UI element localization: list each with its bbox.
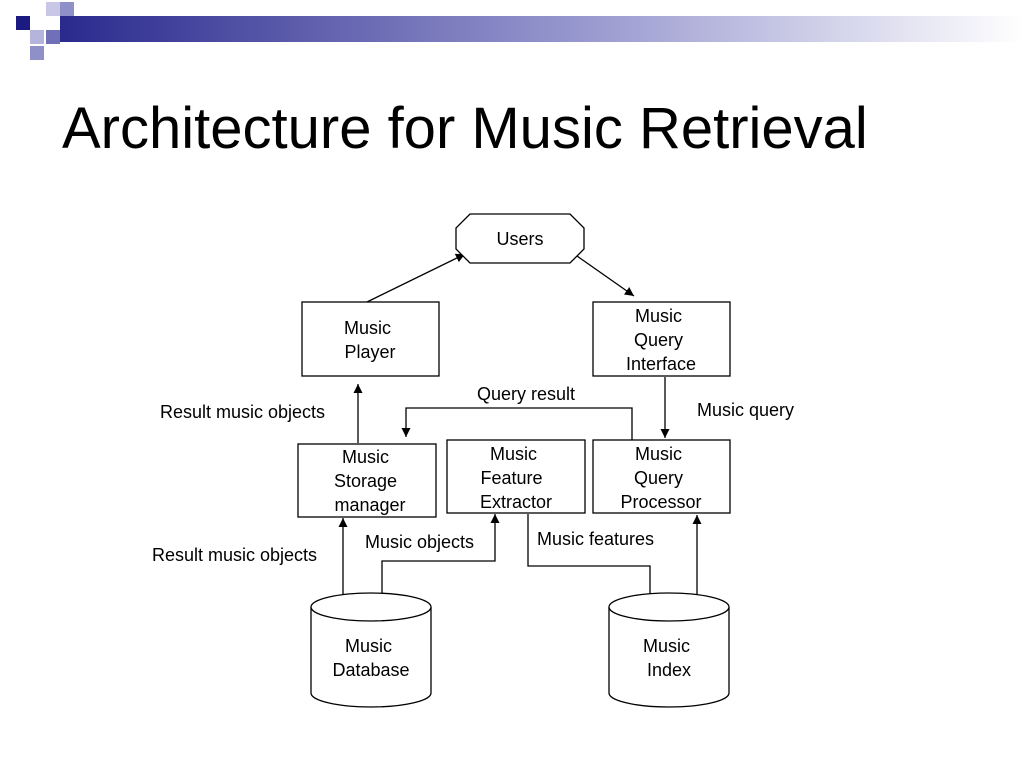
music-query-processor-node: Music Query Processor	[592, 439, 731, 514]
node-label: manager	[334, 495, 405, 515]
music-query-interface-node: Music Query Interface	[592, 301, 731, 377]
node-label: Music	[643, 636, 690, 656]
arrow-player-to-users	[366, 253, 466, 303]
node-label: Music	[635, 444, 682, 464]
decor-square	[30, 30, 44, 44]
node-label: Users	[496, 229, 543, 249]
arrow-extractor-to-index	[527, 514, 655, 609]
node-label: Extractor	[480, 492, 552, 512]
title-decoration	[16, 2, 1024, 60]
slide-title: Architecture for Music Retrieval	[62, 96, 868, 161]
edge-label-result-music-objects-upper: Result music objects	[160, 402, 325, 422]
decor-square	[46, 2, 60, 16]
edge-label-result-music-objects-lower: Result music objects	[152, 545, 317, 565]
node-label: Music	[345, 636, 392, 656]
node-label: Index	[647, 660, 691, 680]
svg-text:Music Query In: Music Query Interface	[626, 306, 696, 374]
decor-square	[30, 46, 44, 60]
node-label: Music	[342, 447, 389, 467]
music-player-node: Music Player	[301, 301, 440, 377]
decor-square	[46, 30, 60, 44]
decor-square	[16, 16, 30, 30]
svg-text:Music Player: Music Player	[344, 318, 396, 362]
node-label: Music	[344, 318, 391, 338]
edge-label-music-query: Music query	[697, 400, 794, 420]
svg-text:Music Storage: Music Storage manager	[334, 447, 406, 515]
node-label: Database	[332, 660, 409, 680]
node-label: Processor	[620, 492, 701, 512]
music-feature-extractor-node: Music Feature Extractor	[446, 439, 586, 514]
node-label: Query	[634, 468, 683, 488]
music-database-node: Music Database	[310, 592, 432, 708]
node-label: Storage	[334, 471, 397, 491]
svg-text:Music Database: Music Database	[332, 636, 409, 680]
node-label: Query	[634, 330, 683, 350]
arrow-users-to-query-interface	[576, 255, 635, 297]
decor-square	[60, 2, 74, 16]
svg-text:Users: Users	[496, 229, 543, 249]
arrow-query-result	[401, 407, 633, 440]
edge-label-music-features: Music features	[537, 529, 654, 549]
music-storage-manager-node: Music Storage manager	[297, 443, 437, 518]
node-label: Player	[344, 342, 395, 362]
edge-label-music-objects: Music objects	[365, 532, 474, 552]
node-label: Feature	[480, 468, 542, 488]
svg-text:Music Feature: Music Feature Extractor	[480, 444, 552, 512]
svg-text:Music Query Pr: Music Query Processor	[620, 444, 701, 512]
title-gradient-bar	[60, 16, 1024, 42]
node-label: Music	[490, 444, 537, 464]
users-node: Users	[455, 213, 585, 264]
svg-text:Music Index: Music Index	[643, 636, 695, 680]
node-label: Music	[635, 306, 682, 326]
music-index-node: Music Index	[608, 592, 730, 708]
edge-label-query-result: Query result	[477, 384, 575, 404]
arrow-database-to-extractor	[381, 514, 500, 609]
node-label: Interface	[626, 354, 696, 374]
